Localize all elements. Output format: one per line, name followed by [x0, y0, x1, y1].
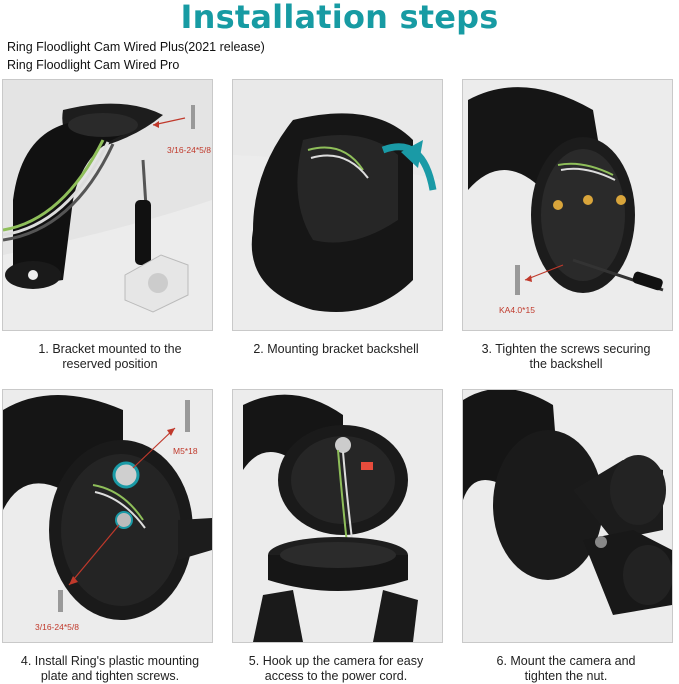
step-6-illustration	[463, 390, 672, 615]
step-1-caption: 1. Bracket mounted to the reserved posit…	[38, 342, 182, 371]
bottom-screw-size-label: 3/16-24*5/8	[35, 622, 79, 632]
step-6-image	[462, 389, 673, 643]
product-name-pro: Ring Floodlight Cam Wired Pro	[7, 58, 180, 72]
step-5-caption: 5. Hook up the camera for easy access to…	[248, 654, 424, 683]
screw-size-label: KA4.0*15	[499, 305, 535, 315]
step-3-illustration: KA4.0*15	[468, 87, 664, 315]
step-2-illustration	[233, 80, 442, 312]
step-1-image: 3/16-24*5/8	[2, 79, 213, 331]
step-4-caption: 4. Install Ring's plastic mounting plate…	[20, 654, 200, 683]
step-3-caption: 3. Tighten the screws securing the backs…	[481, 342, 651, 371]
step-4-image: M5*18 3/16-24*5/8	[2, 389, 213, 643]
step-2-image	[232, 79, 443, 331]
page-title: Installation steps	[180, 0, 499, 36]
step-5-illustration	[243, 394, 418, 642]
screw-size-label: 3/16-24*5/8	[167, 145, 211, 155]
product-name-plus: Ring Floodlight Cam Wired Plus(2021 rele…	[7, 40, 265, 54]
step-2-caption: 2. Mounting bracket backshell	[253, 342, 419, 356]
step-5-image	[232, 389, 443, 643]
step-6-caption: 6. Mount the camera and tighten the nut.	[496, 654, 636, 683]
step-3-image: KA4.0*15	[462, 79, 673, 331]
step-4-illustration: M5*18 3/16-24*5/8	[3, 395, 212, 632]
step-1-illustration: 3/16-24*5/8	[3, 80, 212, 313]
top-screw-size-label: M5*18	[173, 446, 198, 456]
